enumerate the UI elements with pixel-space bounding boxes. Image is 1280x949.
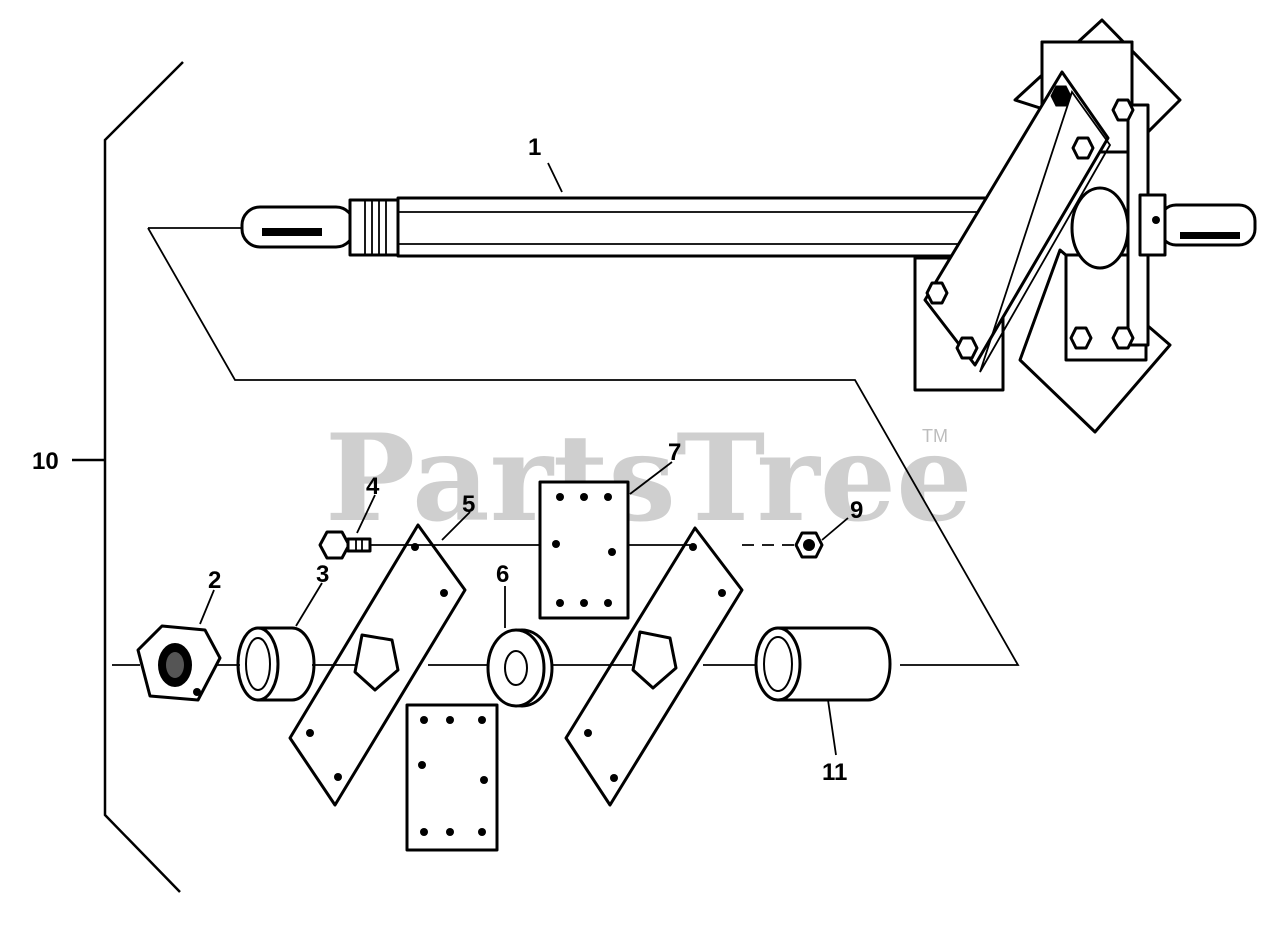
- callout-10: 10: [32, 448, 59, 475]
- square-plate-part-7: [538, 480, 630, 620]
- leader-1: [547, 162, 563, 193]
- callout-3: 3: [316, 561, 329, 588]
- sleeve-part-11: [754, 626, 892, 702]
- plate-part-5: [288, 523, 467, 807]
- leader-11: [827, 699, 837, 756]
- assembly-bracket: [103, 61, 184, 893]
- callout-2: 2: [208, 567, 221, 594]
- watermark-tm: TM: [922, 426, 948, 446]
- leader-5: [441, 511, 471, 541]
- bushing-part-3: [236, 626, 316, 702]
- rotor-assembly: [913, 18, 1182, 434]
- bolt-part-4: [318, 530, 372, 560]
- leader-3: [295, 582, 323, 627]
- plate-right: [564, 526, 744, 807]
- nut-part-9: [794, 531, 824, 559]
- washer-part-6: [486, 628, 554, 708]
- callout-11: 11: [822, 759, 847, 786]
- leader-9: [821, 517, 849, 541]
- leader-2: [199, 589, 215, 625]
- leader-7: [629, 461, 673, 495]
- callout-6: 6: [496, 561, 509, 588]
- hex-nut-part-2: [136, 624, 222, 702]
- callout-4: 4: [366, 473, 380, 500]
- callout-9: 9: [850, 497, 863, 524]
- leader-4: [356, 494, 376, 534]
- group-outline: [147, 227, 1020, 666]
- callout-5: 5: [462, 491, 475, 518]
- watermark-text: PartsTree: [325, 408, 972, 549]
- square-plate-lower: [405, 703, 499, 852]
- callout-7: 7: [668, 439, 681, 466]
- callout-1: 1: [528, 134, 541, 161]
